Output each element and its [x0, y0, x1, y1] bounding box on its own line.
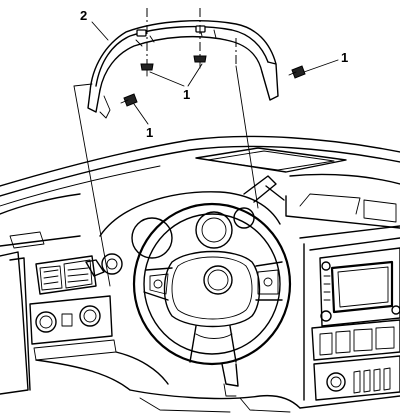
screw-icon: [288, 65, 306, 79]
callout-1-center: 1: [183, 87, 190, 102]
steering-column-trim-panel: [87, 20, 279, 119]
center-stack: [299, 225, 400, 409]
callout-1-right: 1: [341, 50, 348, 65]
lower-panel: [129, 389, 301, 413]
screw-icon: [140, 63, 154, 77]
screw-icon: [120, 93, 138, 107]
screw-icon: [193, 55, 207, 69]
callout-leaders: [91, 21, 339, 125]
steering-wheel: [132, 202, 292, 397]
horn-emblem-icon: [203, 265, 233, 295]
radio-head-unit: [319, 247, 400, 327]
alignment-lines: [146, 8, 237, 66]
callout-2: 2: [80, 8, 87, 23]
instrument-panel: [0, 135, 400, 395]
callout-1-left: 1: [146, 125, 153, 140]
